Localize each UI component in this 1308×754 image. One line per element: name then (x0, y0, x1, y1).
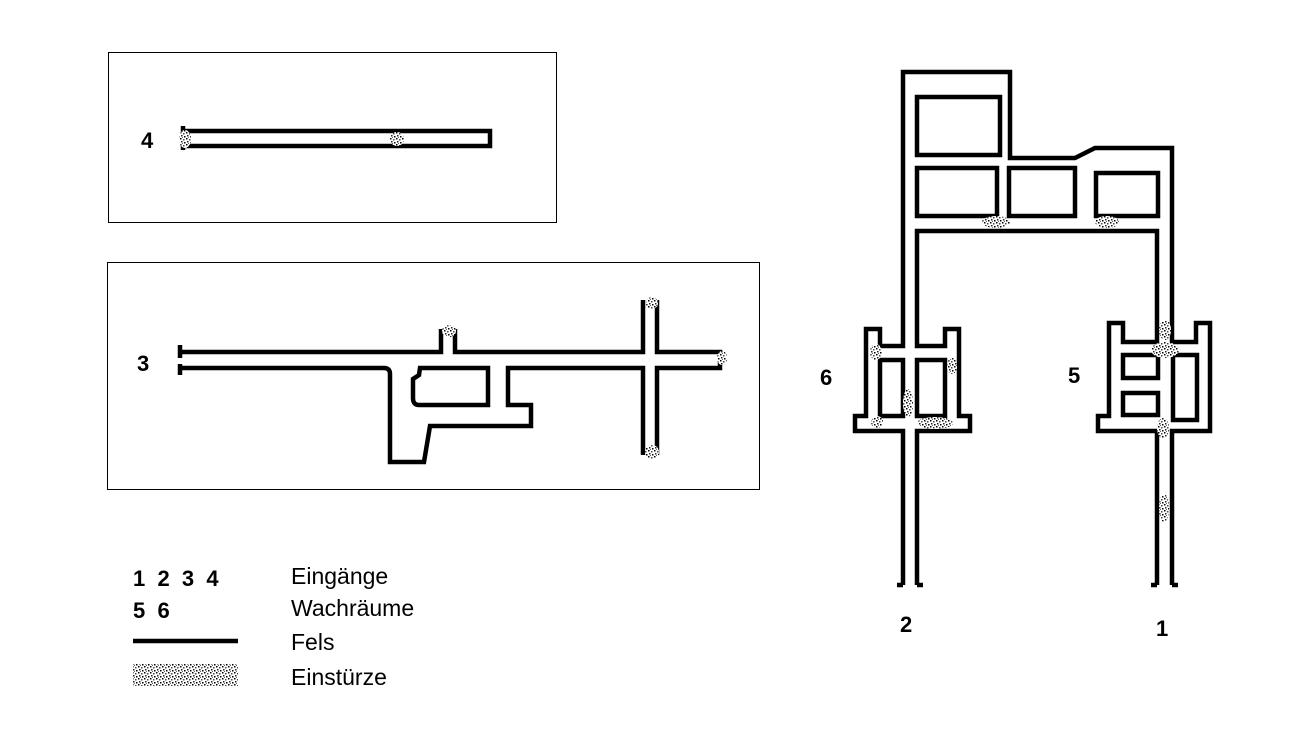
guardroom-cell (914, 357, 948, 419)
collapse-marker (1159, 320, 1171, 340)
legend-collapse-label: Einstürze (291, 664, 387, 690)
entrance-label-4: 4 (141, 128, 154, 153)
panel-frame (108, 52, 557, 223)
collapse-marker (1157, 418, 1169, 438)
collapse-marker (1159, 494, 1169, 522)
outer-wall (852, 69, 1213, 585)
collapse-marker (1095, 216, 1119, 228)
room (1006, 165, 1078, 219)
panel-entrance-3 (107, 262, 760, 490)
rock-pillar (410, 365, 491, 408)
tunnel-wall (177, 300, 723, 465)
collapse-marker (646, 297, 658, 309)
inner-wall (914, 228, 1160, 585)
collapse-marker (870, 344, 882, 360)
collapse-marker (947, 358, 957, 374)
legend-guardrooms-symbols: 5 6 (133, 598, 170, 623)
legend-rock-label: Fels (291, 629, 334, 655)
collapse-marker (390, 132, 404, 146)
entrance-label-3: 3 (137, 351, 149, 376)
collapse-marker (717, 351, 727, 365)
guardroom-cell (877, 357, 906, 419)
legend-entrances-label: Eingänge (291, 563, 388, 589)
guardroom-cell (1120, 390, 1161, 418)
tunnel-wall (180, 126, 493, 150)
entrance-label-1: 1 (1156, 616, 1168, 641)
guardroom-label-5: 5 (1068, 363, 1080, 388)
collapse-marker (871, 416, 883, 428)
collapse-marker (645, 445, 659, 459)
main-complex (852, 69, 1213, 588)
guardroom-cell (1170, 352, 1200, 423)
collapse-marker (917, 417, 953, 429)
legend-guardrooms-label: Wachräume (291, 595, 414, 621)
entrance-label-2: 2 (900, 612, 912, 637)
collapse-marker (982, 216, 1010, 228)
collapse-marker (1151, 342, 1179, 358)
collapse-marker (903, 389, 913, 417)
guardroom-label-6: 6 (820, 365, 832, 390)
legend-entrances-symbols: 1 2 3 4 (133, 566, 219, 591)
guardroom-cell (1120, 352, 1161, 381)
room (1093, 170, 1161, 219)
collapse-marker (179, 130, 191, 148)
panel-entrance-4 (108, 52, 557, 223)
room (914, 94, 1003, 158)
legend-collapse-swatch (133, 664, 238, 686)
panel-frame (107, 262, 760, 490)
legend: 1 2 3 4 Eingänge 5 6 Wachräume Fels Eins… (133, 563, 414, 690)
collapse-marker (442, 325, 456, 337)
room (914, 165, 1000, 219)
collapse-markers (179, 130, 1179, 522)
